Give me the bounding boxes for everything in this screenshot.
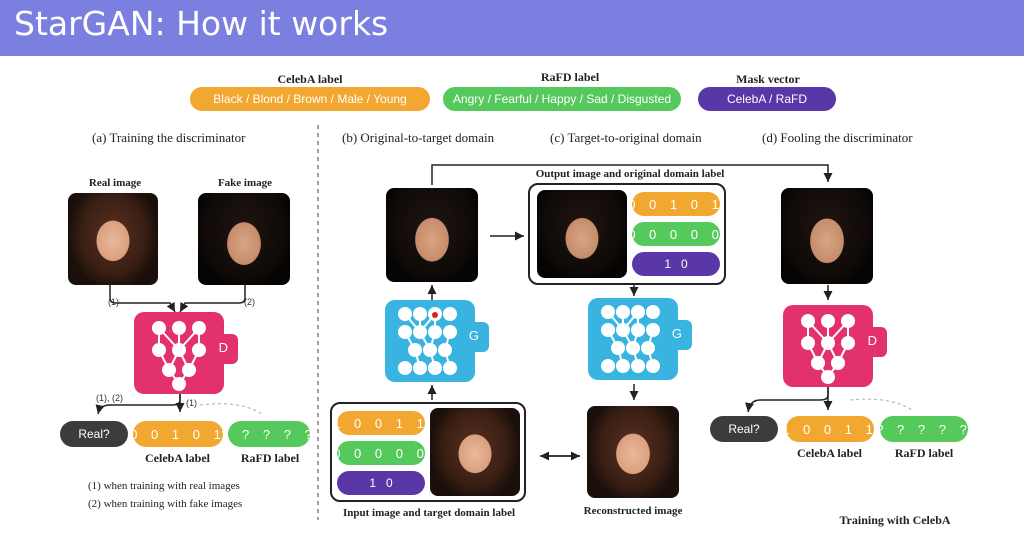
- real-question-pill: Real?: [60, 421, 128, 447]
- discriminator-network-d: D: [783, 305, 887, 387]
- panel-d-title: (d) Fooling the discriminator: [762, 130, 913, 145]
- generator-letter-2: G: [671, 326, 682, 341]
- input-face-image: [430, 408, 520, 496]
- rafd-label-pill-d: ? ? ? ? ?: [876, 416, 968, 442]
- rafd-legend-pill: Angry / Fearful / Happy / Sad / Disguste…: [443, 87, 681, 111]
- mask-legend-title: Mask vector: [736, 72, 800, 86]
- generator-network-2: G: [588, 298, 692, 380]
- note-real: (1) when training with real images: [88, 480, 240, 492]
- title-bar: StarGAN: How it works: [0, 0, 1024, 56]
- reconstructed-face-image: [587, 406, 679, 498]
- generator-network-1: G: [385, 300, 489, 382]
- output-caption: Output image and original domain label: [535, 168, 725, 180]
- page-title: StarGAN: How it works: [14, 4, 389, 43]
- celeba-caption-d: CelebA label: [797, 446, 862, 460]
- reconstructed-caption: Reconstructed image: [583, 505, 683, 517]
- generator-letter-1: G: [468, 328, 479, 343]
- celeba-label-pill-d: 1 0 0 1 1: [782, 416, 874, 442]
- real-question-pill-d: Real?: [710, 416, 778, 442]
- real-face-image: [68, 193, 158, 285]
- rafd-legend-title: RaFD label: [540, 70, 600, 84]
- input-mask-pill: 1 0: [337, 471, 425, 495]
- arrow-label-1: (1): [108, 297, 119, 307]
- input-caption: Input image and target domain label: [342, 507, 516, 519]
- celeba-legend-title: CelebA label: [277, 72, 343, 86]
- generator-tab-2: [676, 320, 692, 350]
- discriminator-letter-d: D: [867, 333, 877, 348]
- input-group: [330, 402, 526, 502]
- network-graph-icon: [152, 321, 206, 391]
- translated-face-image: [386, 188, 478, 282]
- panel-a-title: (a) Training the discriminator: [92, 130, 246, 145]
- celeba-label-pill: 0 0 1 0 1: [130, 421, 223, 447]
- discriminator-tab-d: [871, 327, 887, 357]
- fake-image-caption: Fake image: [217, 177, 273, 189]
- real-image-caption: Real image: [88, 177, 142, 189]
- arrow-label-2: (2): [244, 297, 255, 307]
- rafd-label-pill: ? ? ? ? ?: [221, 421, 312, 447]
- output-celeba-pill: 0 0 1 0 1: [628, 192, 720, 216]
- panel-c-title: (c) Target-to-original domain: [550, 130, 702, 145]
- arrow-label-12: (1), (2): [96, 393, 123, 403]
- output-rafd-pill: 0 0 0 0 0: [628, 222, 720, 246]
- arrow-label-1b: (1): [186, 398, 197, 408]
- training-footer: Training with CelebA: [839, 513, 951, 527]
- discriminator-letter: D: [218, 340, 228, 355]
- rafd-caption-d: RaFD label: [894, 446, 954, 460]
- output-group: [528, 183, 726, 285]
- panel-b-title: (b) Original-to-target domain: [342, 130, 495, 145]
- input-rafd-pill: 0 0 0 0 0: [333, 441, 425, 465]
- output-mask-pill: 1 0: [632, 252, 720, 276]
- input-celeba-pill: 1 0 0 1 1: [333, 411, 425, 435]
- generator-tab-1: [473, 322, 489, 352]
- discriminator-network: D: [134, 312, 238, 394]
- discriminator-tab: [222, 334, 238, 364]
- fake-face-image: [198, 193, 290, 285]
- output-face-image: [537, 190, 627, 278]
- celeba-legend-pill: Black / Blond / Brown / Male / Young: [190, 87, 430, 111]
- note-fake: (2) when training with fake images: [88, 498, 243, 510]
- network-graph-icon: [398, 307, 457, 375]
- fake-face-image-d: [781, 188, 873, 284]
- network-graph-icon: [801, 314, 855, 384]
- celeba-caption-a: CelebA label: [145, 451, 210, 465]
- rafd-caption-a: RaFD label: [240, 451, 300, 465]
- network-graph-icon: [601, 305, 660, 373]
- mask-legend-pill: CelebA / RaFD: [698, 87, 836, 111]
